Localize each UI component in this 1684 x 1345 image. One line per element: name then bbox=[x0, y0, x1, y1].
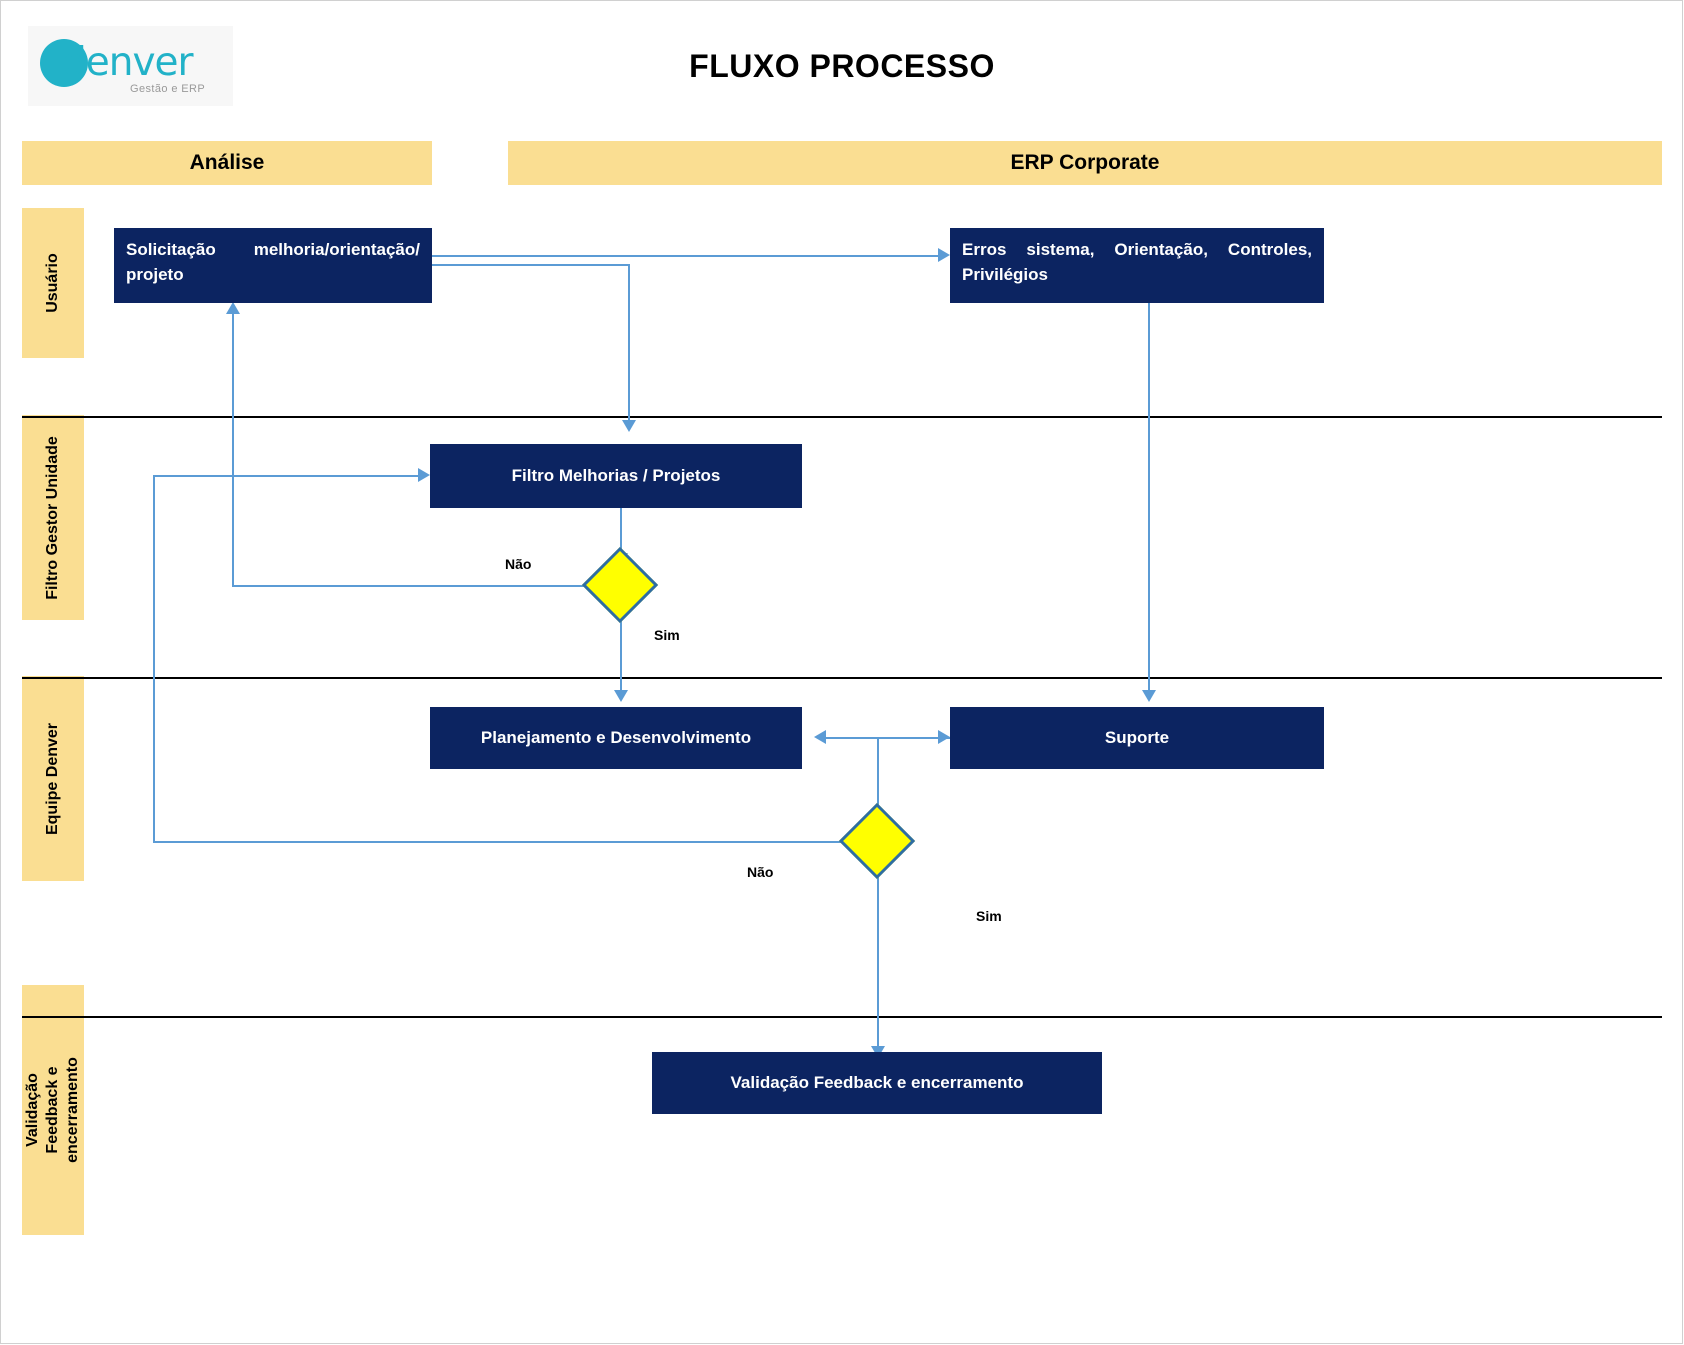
lane-separator-3 bbox=[22, 1016, 1662, 1018]
connector-decision-nao-h bbox=[232, 585, 586, 587]
connector-solicitacao-branch-v bbox=[628, 264, 630, 422]
lane-label-equipe-denver: Equipe Denver bbox=[22, 676, 84, 881]
process-solicitacao-label: Solicitação melhoria/orientação/ projeto bbox=[126, 240, 420, 284]
edge-label-equipe-nao: Não bbox=[747, 864, 774, 880]
phase-band-analise: Análise bbox=[22, 141, 432, 185]
lane-separator-2 bbox=[22, 677, 1662, 679]
connector-return-loop-v bbox=[153, 475, 155, 842]
process-planejamento[interactable]: Planejamento e Desenvolvimento bbox=[430, 707, 802, 769]
denver-logo: denver Gestão e ERP bbox=[28, 26, 233, 106]
logo-wordmark: denver bbox=[62, 40, 194, 85]
lane-label-usuario-text: Usuário bbox=[43, 253, 61, 313]
arrowhead-erros-to-suporte bbox=[1142, 690, 1156, 702]
phase-band-erp-corporate-label: ERP Corporate bbox=[1010, 151, 1160, 174]
page-title: FLUXO PROCESSO bbox=[689, 48, 995, 84]
lane-label-equipe-denver-text: Equipe Denver bbox=[44, 722, 61, 835]
edge-label-filtro-nao: Não bbox=[505, 556, 532, 572]
logo-tagline: Gestão e ERP bbox=[130, 83, 206, 95]
process-validacao[interactable]: Validação Feedback e encerramento bbox=[652, 1052, 1102, 1114]
process-solicitacao[interactable]: Solicitação melhoria/orientação/ projeto bbox=[114, 228, 432, 303]
arrowhead-decision-sim-to-planejamento bbox=[614, 690, 628, 702]
decision-filtro[interactable] bbox=[581, 546, 659, 624]
lane-label-validacao-feedback-encerramento: Validação Feedback e encerramento bbox=[22, 985, 84, 1235]
arrowhead-return-loop-to-filtro bbox=[418, 468, 430, 482]
logo-disc-icon bbox=[40, 39, 88, 87]
arrowhead-decision-nao-to-solicitacao bbox=[226, 302, 240, 314]
connector-decision-sim-to-planejamento bbox=[620, 608, 622, 694]
process-filtro-melhorias[interactable]: Filtro Melhorias / Projetos bbox=[430, 444, 802, 508]
lane-label-filtro-gestor-unidade: Filtro Gestor Unidade bbox=[22, 415, 84, 620]
arrowhead-planejamento-suporte-right bbox=[938, 730, 950, 744]
connector-solicitacao-to-erros bbox=[432, 255, 940, 257]
phase-band-analise-label: Análise bbox=[189, 151, 265, 174]
denver-logo-icon: denver Gestão e ERP bbox=[38, 35, 223, 97]
connector-to-decision2 bbox=[877, 737, 879, 817]
process-erros-sistema[interactable]: Erros sistema, Orientação, Controles, Pr… bbox=[950, 228, 1324, 303]
lane-label-filtro-gestor-unidade-text: Filtro Gestor Unidade bbox=[44, 435, 62, 600]
arrowhead-solicitacao-to-filtro bbox=[622, 420, 636, 432]
process-validacao-label: Validação Feedback e encerramento bbox=[730, 1073, 1024, 1092]
lane-label-usuario: Usuário bbox=[22, 208, 84, 358]
connector-decision2-sim-to-validacao bbox=[877, 868, 879, 1050]
process-suporte[interactable]: Suporte bbox=[950, 707, 1324, 769]
connector-decision2-nao-h bbox=[153, 841, 853, 843]
connector-planejamento-suporte bbox=[818, 737, 950, 739]
connector-erros-to-suporte bbox=[1148, 302, 1150, 692]
connector-decision-nao-v bbox=[232, 312, 234, 587]
connector-filtro-to-decision bbox=[620, 508, 622, 562]
phase-band-erp-corporate: ERP Corporate bbox=[508, 141, 1662, 185]
process-filtro-melhorias-label: Filtro Melhorias / Projetos bbox=[511, 466, 721, 485]
arrowhead-planejamento-suporte-left bbox=[814, 730, 826, 744]
connector-return-loop-h-top bbox=[153, 475, 421, 477]
connector-solicitacao-branch-h bbox=[432, 264, 630, 266]
process-planejamento-label: Planejamento e Desenvolvimento bbox=[480, 728, 752, 747]
process-erros-sistema-label: Erros sistema, Orientação, Controles, Pr… bbox=[962, 240, 1312, 284]
process-suporte-label: Suporte bbox=[1104, 728, 1170, 747]
edge-label-equipe-sim: Sim bbox=[976, 908, 1002, 924]
decision-equipe[interactable] bbox=[838, 802, 916, 880]
edge-label-filtro-sim: Sim bbox=[654, 627, 680, 643]
lane-separator-1 bbox=[22, 416, 1662, 418]
lane-label-validacao-feedback-encerramento-text: Validação Feedback e encerramento bbox=[24, 1057, 81, 1163]
arrowhead-solicitacao-to-erros bbox=[938, 248, 950, 262]
